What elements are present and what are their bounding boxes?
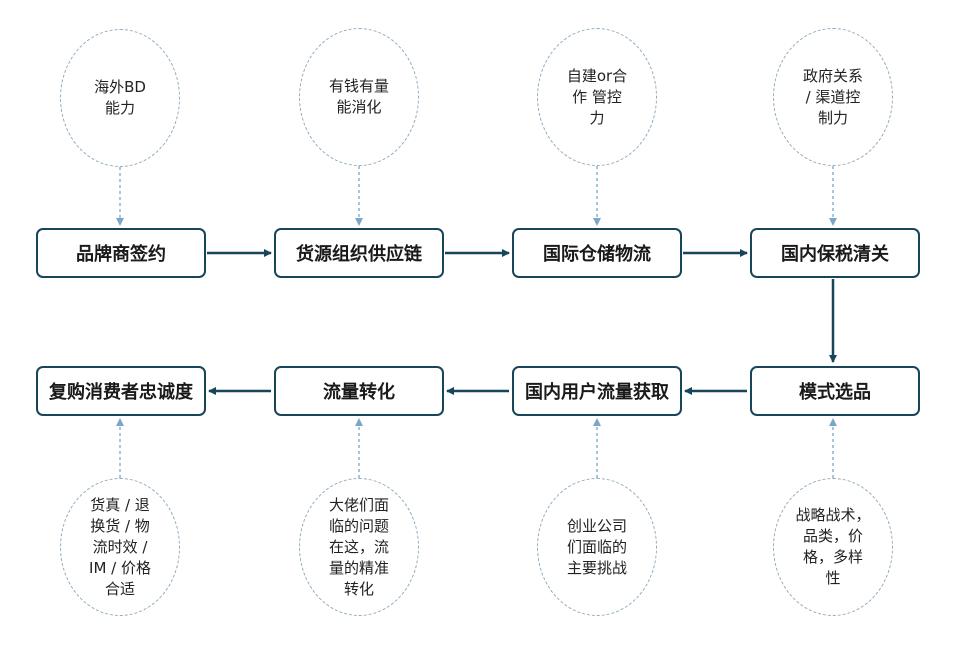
note-circle-8: 战略战术， 品类，价 格，多样 性 [773,478,893,616]
note-circle-3: 自建or合 作 管控 力 [537,28,657,166]
note-line: 格，多样 [802,548,863,566]
note-circle-7: 创业公司 们面临的 主要挑战 [537,478,657,616]
note-line: 创业公司 [566,516,627,535]
note-line: 战略战术， [795,506,871,524]
note-circle-1: 海外BD 能力 [60,29,180,167]
box-brand-signing: 品牌商签约 [36,228,206,278]
note-line: 换货 / 物 [90,516,150,535]
note-line: 制力 [817,108,848,127]
note-line: 大佬们面 [328,495,389,514]
note-line: 性 [825,569,841,587]
note-line: 货真 / 退 [90,495,150,514]
box-supply-chain: 货源组织供应链 [274,228,444,278]
box-traffic-conversion: 流量转化 [274,366,444,416]
box-intl-logistics: 国际仓储物流 [512,228,682,278]
note-line: 临的问题 [328,516,389,535]
note-line: 在这，流 [328,537,389,556]
note-line: 政府关系 [802,66,863,85]
note-line: 力 [589,108,605,127]
box-customs-clearance: 国内保税清关 [750,228,920,278]
note-circle-4: 政府关系 / 渠道控 制力 [773,28,893,166]
note-circle-6: 大佬们面 临的问题 在这，流 量的精准 转化 [299,478,419,616]
note-line: / 渠道控 [805,87,861,106]
note-line: 量的精准 [328,558,389,577]
note-circle-2: 有钱有量 能消化 [299,28,419,166]
note-line: 能消化 [336,98,382,116]
note-line: 自建or合 [566,66,628,85]
note-line: 海外BD [94,78,146,96]
note-line: 作 管控 [572,87,622,106]
note-line: 品类，价 [802,527,863,545]
note-line: IM / 价格 [89,558,151,577]
box-user-acquisition: 国内用户流量获取 [512,366,682,416]
note-line: 有钱有量 [328,77,389,95]
note-line: 们面临的 [566,537,627,556]
box-customer-loyalty: 复购消费者忠诚度 [36,366,206,416]
note-line: 流时效 / [92,537,148,556]
box-product-selection: 模式选品 [750,366,920,416]
note-line: 主要挑战 [566,558,627,577]
note-circle-5: 货真 / 退 换货 / 物 流时效 / IM / 价格 合适 [60,478,180,616]
note-line: 能力 [104,99,135,117]
note-line: 合适 [104,579,135,598]
note-line: 转化 [343,579,374,598]
